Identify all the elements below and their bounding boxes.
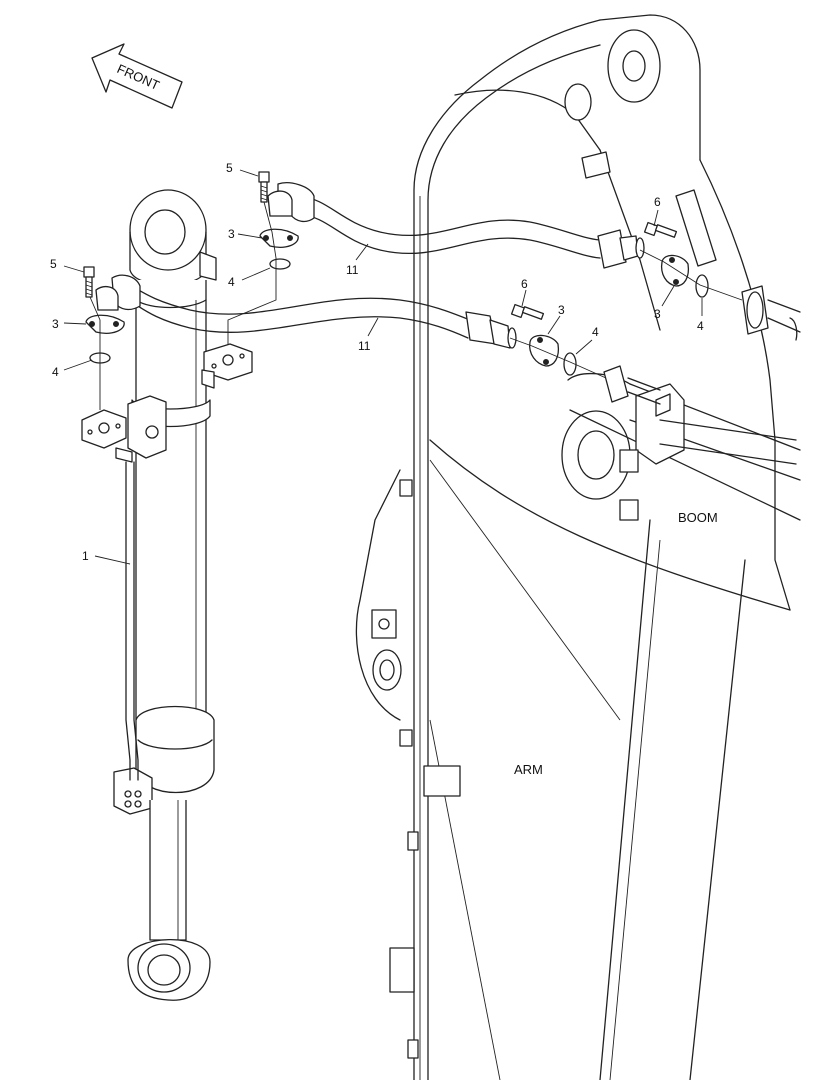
bolt-5-lower xyxy=(83,266,95,298)
boom-label: BOOM xyxy=(678,510,718,525)
boom-structure: BOOM ARM xyxy=(514,285,801,777)
hose-upper xyxy=(267,182,645,269)
callout-6-lower: 6 xyxy=(521,277,528,291)
callout-4-right-upper: 4 xyxy=(697,319,704,333)
hydraulic-cylinder xyxy=(113,189,217,1001)
callout-3-left: 3 xyxy=(52,317,59,331)
flange-3-left xyxy=(85,314,125,334)
callout-4-top: 4 xyxy=(228,275,235,289)
flange-3-right-upper xyxy=(660,254,690,287)
callout-3-top: 3 xyxy=(228,227,235,241)
front-arrow: FRONT xyxy=(91,43,183,109)
callout-4-right-lower: 4 xyxy=(592,325,599,339)
cylinder-port-assembly xyxy=(81,343,253,449)
arm-structure xyxy=(355,14,791,1080)
explode-lines xyxy=(89,201,743,410)
arm-label: ARM xyxy=(514,762,543,777)
bolt-6-upper xyxy=(643,221,678,238)
callouts: 1 3 3 3 3 4 4 4 4 5 5 6 6 11 11 xyxy=(50,161,704,565)
callout-4-left: 4 xyxy=(52,365,59,379)
hose-lower xyxy=(95,274,517,349)
bolt-6-lower xyxy=(510,303,545,320)
bolt-5-upper xyxy=(258,171,270,203)
callout-11-upper: 11 xyxy=(346,263,359,277)
callout-5-upper: 5 xyxy=(226,161,233,175)
callout-11-lower: 11 xyxy=(358,339,371,353)
callout-3-right-upper: 3 xyxy=(654,307,661,321)
callout-3-right-lower: 3 xyxy=(558,303,565,317)
callout-6-upper: 6 xyxy=(654,195,661,209)
oring-4-top xyxy=(269,258,291,270)
oring-4-right-lower xyxy=(563,352,577,376)
flange-3-top xyxy=(259,228,299,248)
callout-5-lower: 5 xyxy=(50,257,57,271)
callout-1: 1 xyxy=(82,549,89,563)
